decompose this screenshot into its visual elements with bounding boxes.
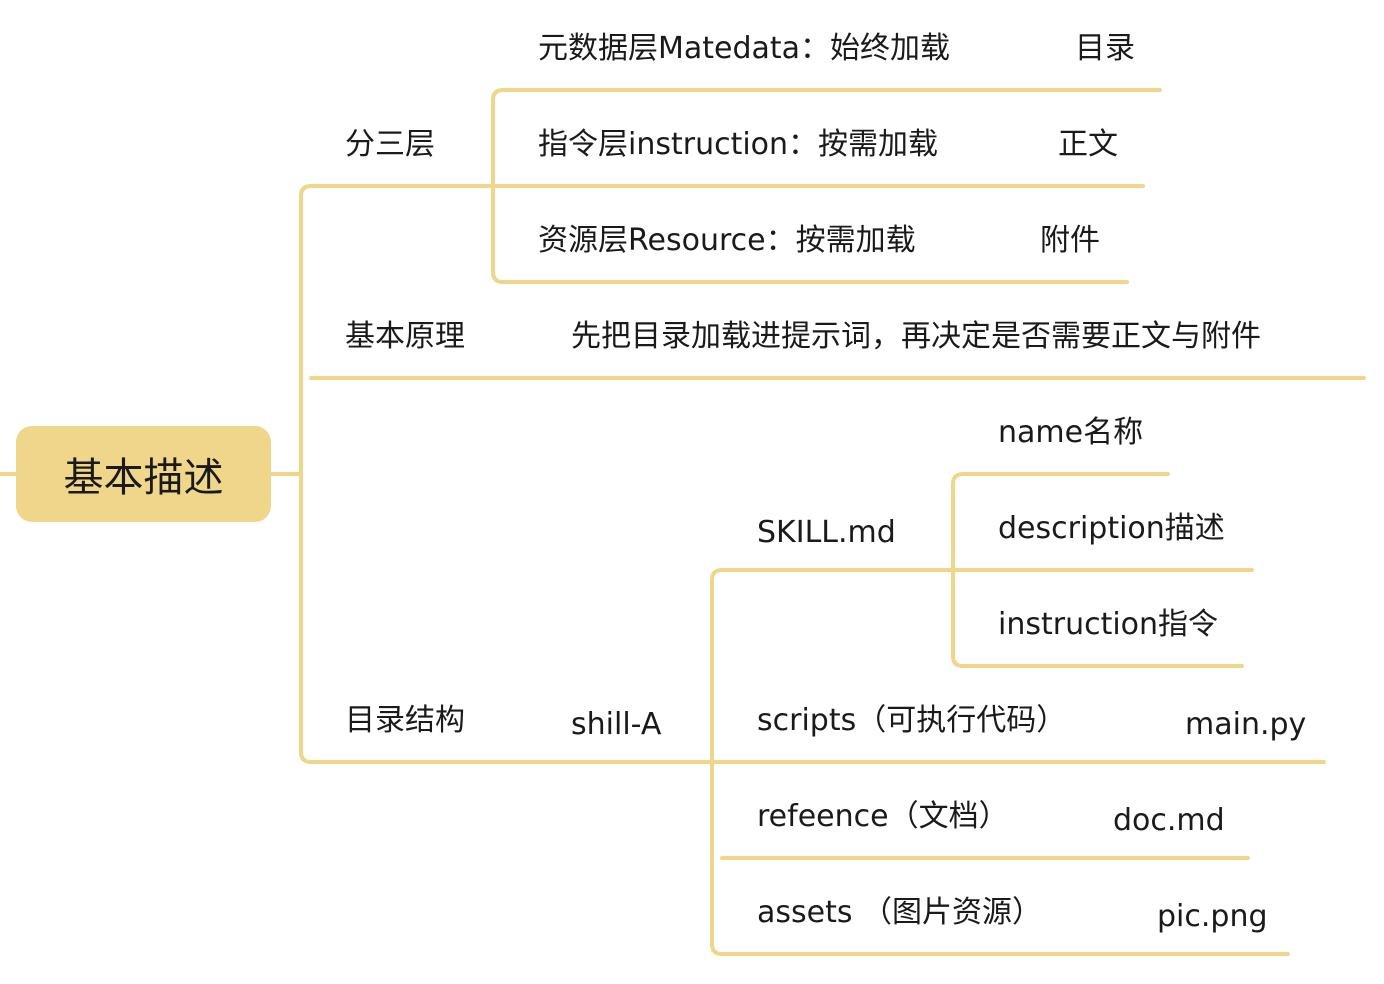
branch-structure-label[interactable]: 目录结构 xyxy=(345,703,465,738)
layer-item-instruction[interactable]: 指令层instruction：按需加载 xyxy=(538,127,939,162)
root-label: 基本描述 xyxy=(63,455,224,501)
layer-note-resource[interactable]: 附件 xyxy=(1040,223,1100,258)
layer-item-metadata[interactable]: 元数据层Matedata：始终加载 xyxy=(538,31,951,66)
principle-text[interactable]: 先把目录加载进提示词，再决定是否需要正文与附件 xyxy=(571,319,1261,354)
dir-item-reference[interactable]: refeence（文档） xyxy=(757,799,1009,834)
dir-note-reference[interactable]: doc.md xyxy=(1113,803,1225,838)
root-node[interactable]: 基本描述 xyxy=(16,426,271,522)
skill-file-label[interactable]: SKILL.md xyxy=(757,515,896,550)
dir-item-scripts[interactable]: scripts（可执行代码） xyxy=(757,703,1067,738)
main-bracket xyxy=(299,184,313,764)
layer-note-metadata[interactable]: 目录 xyxy=(1075,31,1135,66)
dir-note-scripts[interactable]: main.py xyxy=(1185,707,1307,742)
skill-field-instruction[interactable]: instruction指令 xyxy=(998,607,1219,642)
dir-note-assets[interactable]: pic.png xyxy=(1157,899,1268,934)
branch-principle-label[interactable]: 基本原理 xyxy=(345,319,465,354)
dir-item-assets[interactable]: assets （图片资源） xyxy=(757,895,1043,930)
layer-note-instruction[interactable]: 正文 xyxy=(1058,127,1118,162)
skill-field-description[interactable]: description描述 xyxy=(998,511,1225,546)
skill-field-name[interactable]: name名称 xyxy=(998,415,1144,450)
branch-layers-label[interactable]: 分三层 xyxy=(345,127,435,162)
layer-item-resource[interactable]: 资源层Resource：按需加载 xyxy=(538,223,916,258)
folder-label[interactable]: shill-A xyxy=(571,707,662,742)
